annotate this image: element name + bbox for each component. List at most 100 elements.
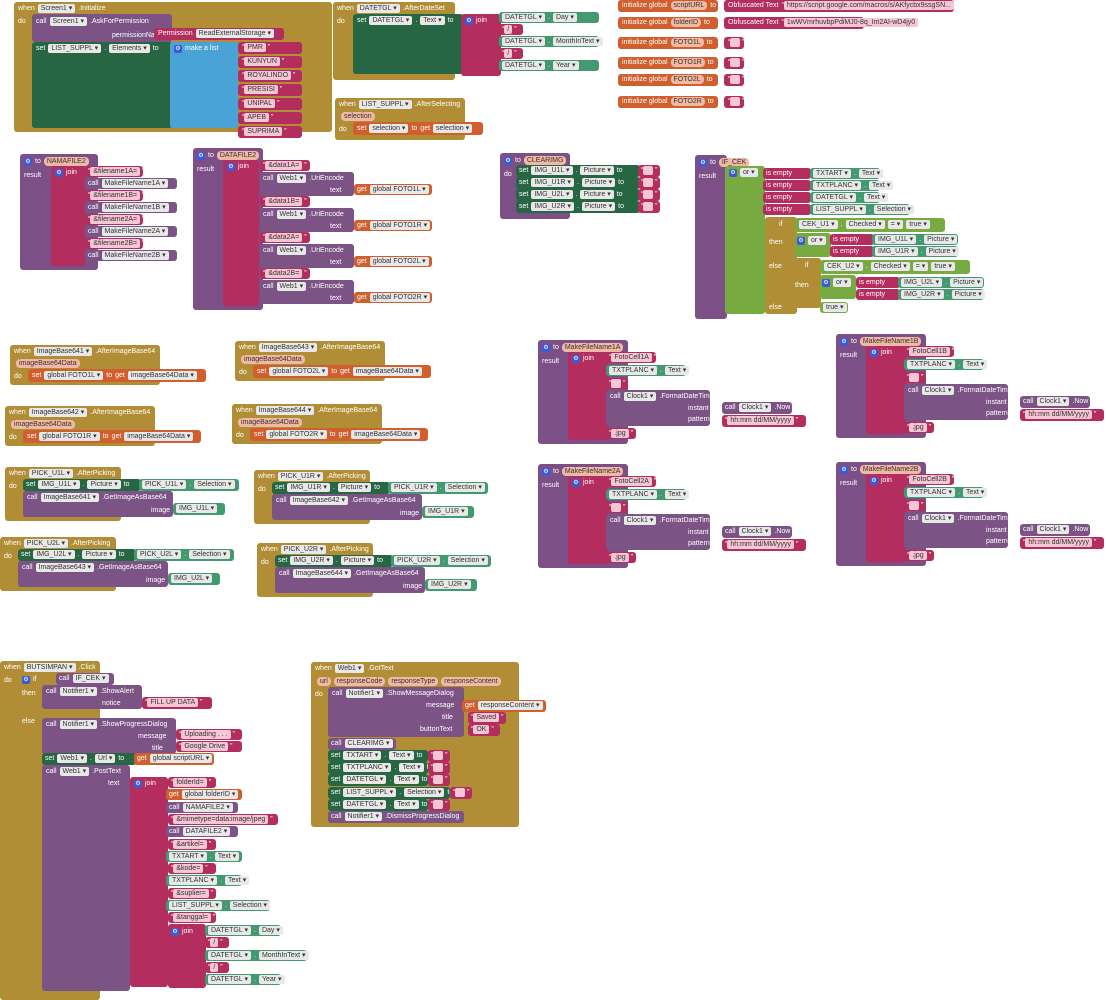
compare-block[interactable]: CEK_U2.Checked=true bbox=[820, 260, 970, 274]
component-getter[interactable]: TXTPLANC.Text bbox=[904, 359, 988, 370]
mutator-gear-icon[interactable]: ⚙ bbox=[699, 158, 707, 167]
component-dropdown[interactable]: imageBase64Data bbox=[351, 430, 421, 439]
text-value[interactable]: .jpg bbox=[611, 429, 629, 438]
text-value[interactable]: Saved bbox=[473, 713, 500, 722]
text-value[interactable]: FotoCell2A bbox=[611, 477, 652, 486]
component-dropdown[interactable]: IMG_U1R bbox=[425, 507, 468, 516]
component-dropdown[interactable]: selection bbox=[369, 124, 409, 133]
text-value[interactable]: FotoCell2B bbox=[909, 475, 950, 484]
component-dropdown[interactable]: Clock1 bbox=[623, 392, 657, 401]
text-block[interactable] bbox=[641, 201, 658, 212]
component-dropdown[interactable]: IMG_U2R bbox=[901, 290, 944, 299]
component-getter[interactable]: PICK_U2L.Selection bbox=[134, 549, 234, 561]
procedure-name[interactable]: IF_CEK bbox=[718, 158, 750, 167]
mutator-gear-icon[interactable]: ⚙ bbox=[542, 467, 550, 476]
list-item-text[interactable]: UNIPAL bbox=[238, 98, 302, 110]
mutator-gear-icon[interactable]: ⚙ bbox=[822, 278, 830, 287]
component-getter[interactable]: IMG_U1R.Picture bbox=[872, 246, 959, 257]
component-dropdown[interactable]: TXTPLANC bbox=[609, 490, 658, 499]
component-dropdown[interactable]: PICK_U1R bbox=[391, 483, 437, 492]
text-block[interactable]: &mimetype=data:image/jpeg bbox=[171, 814, 273, 825]
is-empty-block[interactable]: is empty bbox=[830, 234, 874, 245]
true-dropdown[interactable]: true bbox=[823, 303, 847, 312]
text-block[interactable] bbox=[453, 787, 470, 798]
property-dropdown[interactable]: Picture bbox=[925, 247, 959, 256]
component-dropdown[interactable]: ReadExternalStorage bbox=[195, 29, 275, 38]
component-dropdown[interactable]: imageBase64Data bbox=[127, 371, 197, 380]
component-getter[interactable]: DATETGL.Day bbox=[205, 925, 283, 936]
join-block[interactable]: ⚙join bbox=[568, 352, 608, 440]
list-item-text[interactable]: SUPRIMA bbox=[238, 126, 302, 138]
component-dropdown[interactable]: IMG_U1L bbox=[38, 480, 80, 489]
param-field[interactable]: responseCode bbox=[333, 677, 386, 686]
text-value[interactable] bbox=[455, 787, 466, 797]
component-getter[interactable]: LIST_SUPPL.Selection bbox=[166, 900, 271, 911]
property-dropdown[interactable]: Day bbox=[552, 13, 577, 22]
property-dropdown[interactable]: Text bbox=[962, 360, 988, 369]
event-imagebase643[interactable]: whenImageBase643.AfterImageBase64imageBa… bbox=[235, 341, 431, 381]
text-value[interactable] bbox=[909, 501, 920, 510]
text-value[interactable]: &filename2B= bbox=[90, 239, 141, 248]
text-value[interactable]: .jpg bbox=[611, 553, 629, 562]
event-imagebase642[interactable]: whenImageBase642.AfterImageBase64imageBa… bbox=[5, 406, 201, 446]
global-value-block[interactable] bbox=[724, 57, 744, 69]
global-name-field[interactable]: FOTO1L bbox=[670, 38, 704, 47]
text-block[interactable]: &filename1A= bbox=[85, 166, 143, 177]
text-block[interactable] bbox=[431, 762, 448, 773]
text-block[interactable] bbox=[904, 500, 926, 511]
text-block[interactable]: Google Drive bbox=[179, 741, 232, 752]
component-dropdown[interactable]: IMG_U2L bbox=[531, 190, 573, 199]
operator-dropdown[interactable]: or bbox=[833, 278, 851, 287]
empty-text[interactable] bbox=[428, 798, 450, 811]
list-item-text[interactable]: ROYALINDO bbox=[238, 70, 302, 82]
text-block[interactable] bbox=[728, 37, 745, 48]
component-dropdown[interactable]: Screen1 bbox=[37, 4, 76, 13]
component-dropdown[interactable]: LIST_SUPPL bbox=[358, 100, 412, 109]
text-value[interactable]: &data2A= bbox=[265, 233, 303, 242]
text-block[interactable] bbox=[431, 750, 448, 761]
component-dropdown[interactable]: TXTPLANC bbox=[343, 763, 392, 773]
component-dropdown[interactable]: global FOTO2R bbox=[266, 430, 327, 439]
property-dropdown[interactable]: Picture bbox=[924, 235, 958, 244]
component-dropdown[interactable]: IMG_U2L bbox=[901, 278, 943, 287]
component-dropdown[interactable]: LIST_SUPPL bbox=[169, 901, 222, 910]
component-dropdown[interactable]: Clock1 bbox=[623, 516, 657, 525]
component-dropdown[interactable]: Web1 bbox=[334, 664, 365, 673]
text-value[interactable]: / bbox=[504, 25, 513, 34]
text-block[interactable]: .jpg bbox=[609, 428, 633, 439]
is-empty-block[interactable]: is empty bbox=[763, 204, 811, 215]
text-block[interactable]: hh:mm dd/MM/yyyy bbox=[1023, 537, 1096, 548]
text-value[interactable]: KUNYUN bbox=[244, 57, 280, 66]
mutator-gear-icon[interactable]: ⚙ bbox=[22, 675, 30, 684]
text-value[interactable]: &tanggal= bbox=[173, 913, 212, 923]
component-dropdown[interactable]: imageBase64Data bbox=[124, 432, 194, 441]
component-dropdown[interactable]: Notifier1 bbox=[345, 689, 384, 698]
title-text[interactable]: Google Drive bbox=[176, 741, 242, 752]
component-getter[interactable]: TXTART.Text bbox=[810, 168, 884, 179]
mutator-gear-icon[interactable]: ⚙ bbox=[24, 157, 32, 166]
ext-text[interactable]: .jpg bbox=[606, 428, 636, 439]
property-dropdown[interactable]: Url bbox=[94, 754, 116, 763]
call-ask-permission[interactable]: callScreen1.AskForPermissionpermissionNa… bbox=[32, 14, 172, 42]
is-empty-block[interactable]: is empty bbox=[763, 168, 811, 179]
text-value[interactable]: FotoCell1B bbox=[909, 347, 950, 356]
component-dropdown[interactable]: DATETGL bbox=[369, 16, 413, 25]
component-dropdown[interactable]: Clock1 bbox=[738, 527, 772, 536]
event-screen1-initialize[interactable]: whenScreen1.InitializedocallScreen1.AskF… bbox=[14, 2, 332, 138]
component-dropdown[interactable]: Web1 bbox=[276, 282, 307, 291]
component-dropdown[interactable]: Clock1 bbox=[1036, 397, 1070, 406]
text-block[interactable]: Saved bbox=[471, 712, 503, 723]
text-block[interactable]: &data2A= bbox=[263, 232, 307, 243]
property-dropdown[interactable]: Text bbox=[389, 751, 414, 760]
text-block[interactable]: &filename2A= bbox=[85, 214, 143, 225]
param-field[interactable]: imageBase64Data bbox=[241, 355, 305, 364]
mutator-gear-icon[interactable]: ⚙ bbox=[227, 162, 235, 171]
